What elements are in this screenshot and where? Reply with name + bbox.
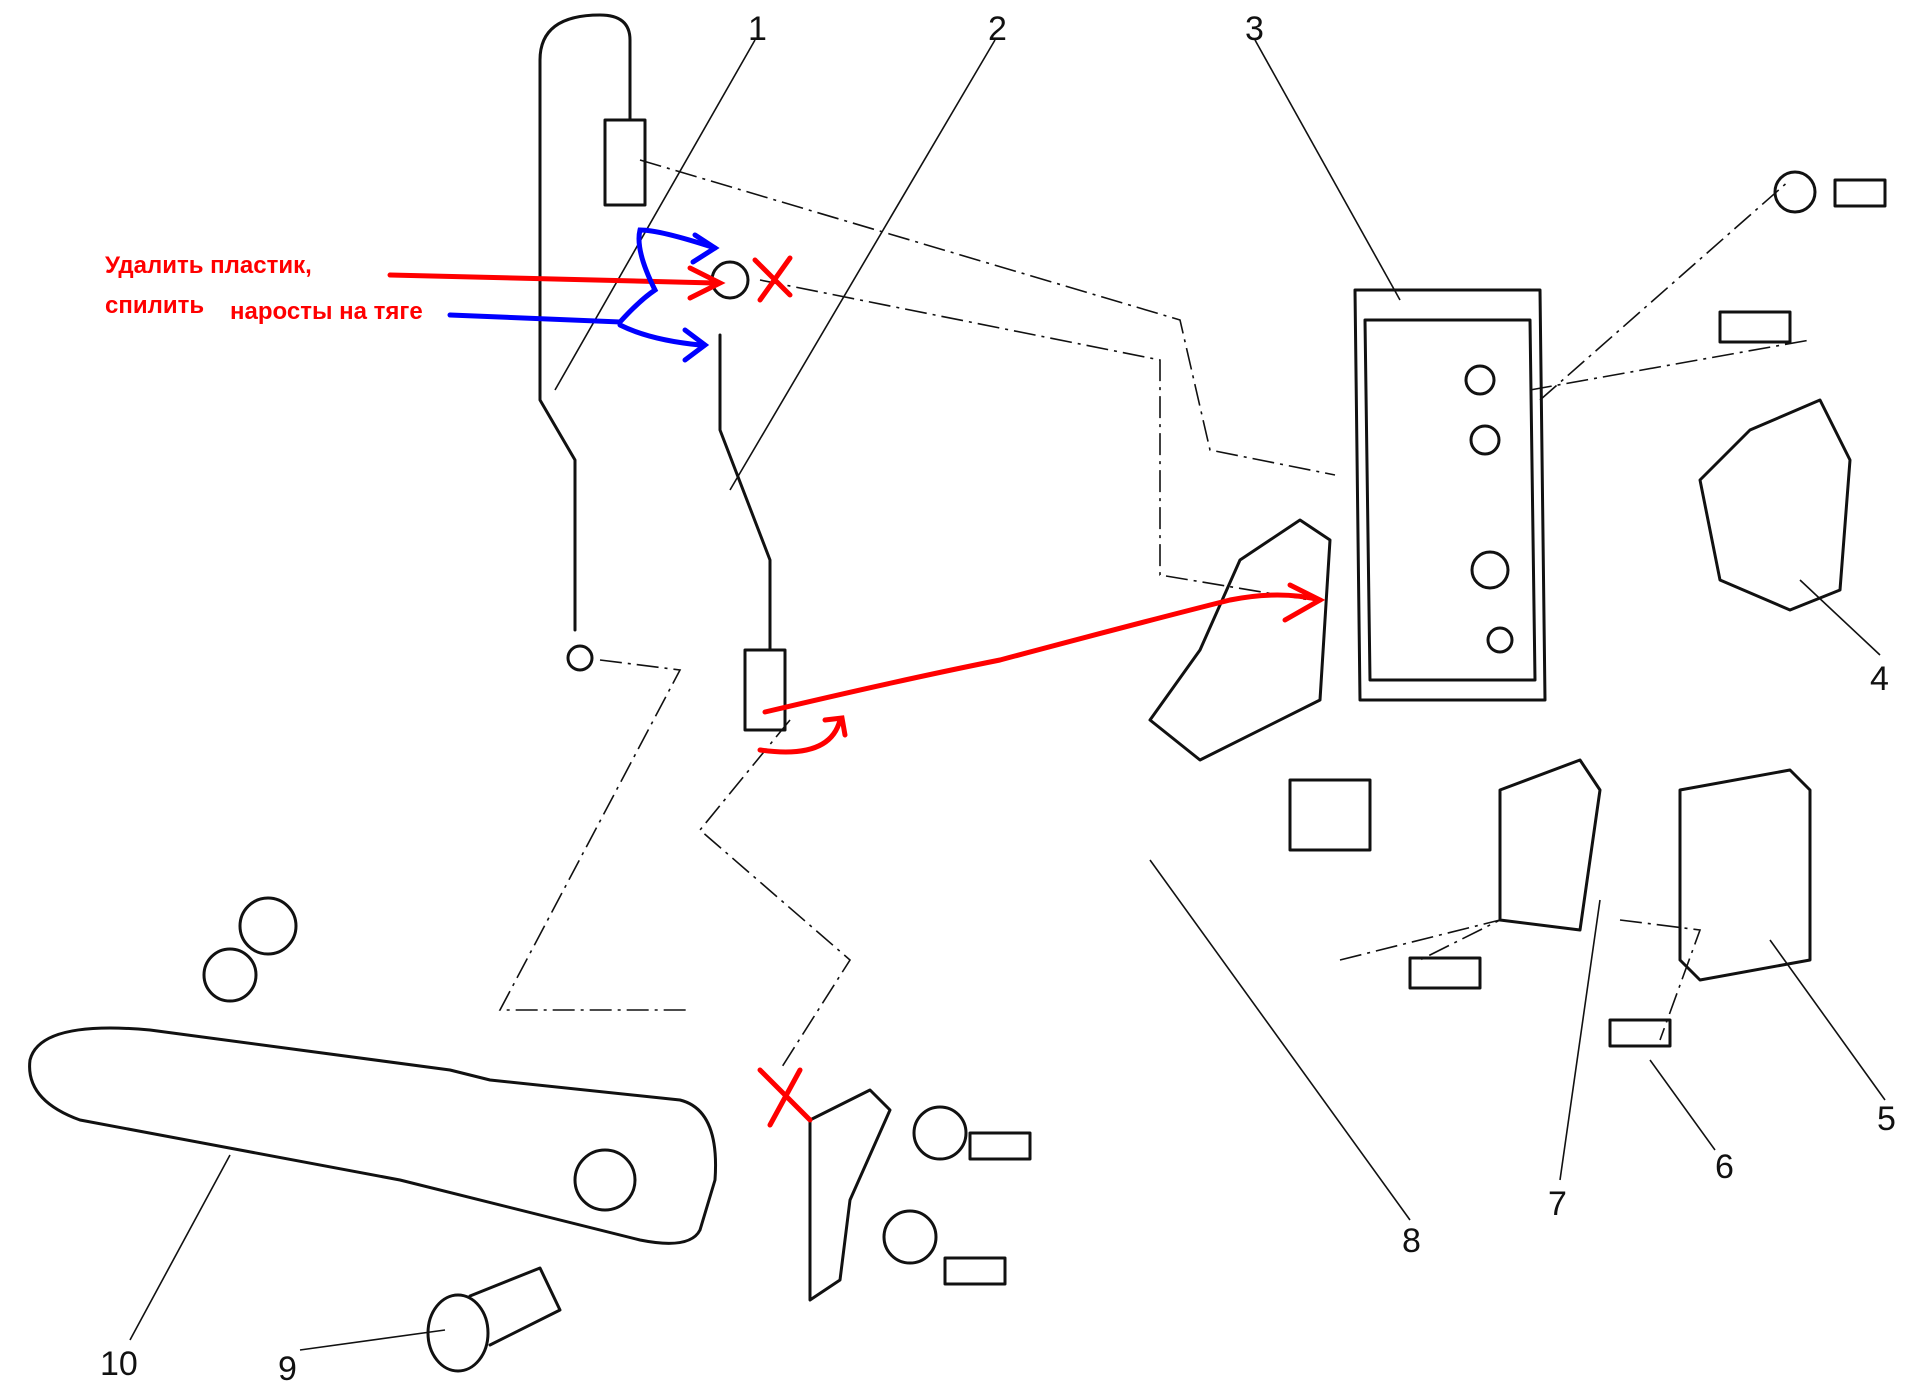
red-arrow-rod-2-to-lock (762, 592, 1323, 715)
blue-arrow-lower (617, 322, 703, 348)
blue-arrow-growths (447, 227, 718, 325)
part-number-5: 5 (1877, 1100, 1896, 1138)
callout-line-5 (1769, 939, 1886, 1101)
annotation-growths-on-rod: наросты на тяге (230, 298, 423, 325)
red-hook-arrow (757, 715, 848, 755)
bracket-7 (1498, 758, 1602, 932)
callout-line-7 (1559, 899, 1601, 1181)
annotation-remove-plastic: Удалить пластик, (105, 252, 312, 279)
part-number-3: 3 (1245, 10, 1264, 48)
callout-line-10 (129, 1154, 231, 1341)
striker-plate (1698, 398, 1852, 612)
rod-2-clip (743, 648, 787, 732)
rod-1-clip (603, 118, 647, 207)
red-x-mark-top (752, 255, 793, 303)
callout-line-8 (1149, 859, 1411, 1221)
callout-line-3 (1254, 39, 1401, 301)
callout-line-4 (1799, 579, 1881, 656)
callout-line-2 (729, 39, 996, 491)
rod-1-ball (566, 644, 594, 672)
lock-cylinder-9 (426, 1293, 490, 1373)
bracket-5 (1678, 768, 1812, 982)
red-arrow-remove-plastic (387, 272, 718, 286)
rod-2 (718, 333, 772, 652)
part-number-10: 10 (100, 1345, 138, 1383)
part-number-9: 9 (278, 1350, 297, 1388)
lock-body (1353, 288, 1547, 702)
part-number-2: 2 (988, 10, 1007, 48)
lock-bracket (1148, 518, 1332, 762)
part-number-1: 1 (748, 10, 767, 48)
rod-1 (538, 13, 632, 632)
annotation-file-down: спилить (105, 292, 205, 319)
connector (1288, 778, 1372, 852)
callout-line-1 (554, 39, 756, 391)
callout-line-6 (1649, 1059, 1716, 1151)
part-number-8: 8 (1402, 1222, 1421, 1260)
part-number-6: 6 (1715, 1148, 1734, 1186)
part-number-4: 4 (1870, 660, 1889, 698)
red-x-mark-bottom (757, 1067, 813, 1128)
callout-line-9 (299, 1329, 446, 1351)
part-number-7: 7 (1548, 1185, 1567, 1223)
handle-10 (28, 1026, 718, 1245)
handle-bracket (808, 1088, 892, 1302)
